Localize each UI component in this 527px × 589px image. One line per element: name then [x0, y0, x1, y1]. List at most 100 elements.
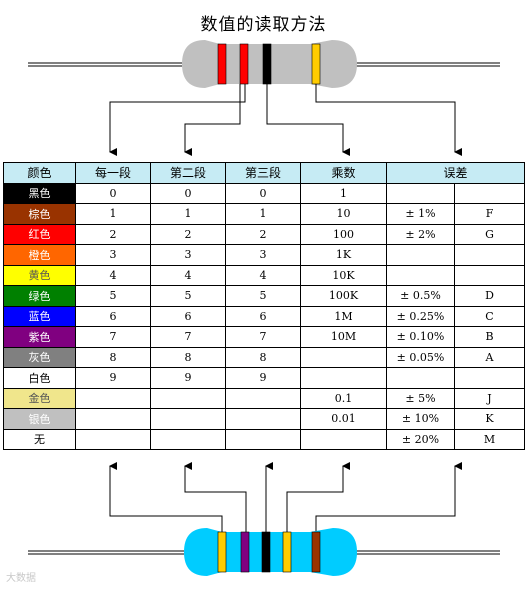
multiplier-cell: 1 — [300, 182, 387, 204]
tolerance-code-cell: D — [453, 285, 526, 307]
tolerance-cell: ± 0.25% — [386, 305, 455, 327]
multiplier-cell: 10M — [300, 326, 387, 348]
multiplier-cell: 10K — [300, 264, 387, 286]
multiplier-cell: 100K — [300, 285, 387, 307]
digit-1-cell: 7 — [75, 326, 151, 348]
tolerance-cell — [386, 182, 455, 204]
header-digit-1: 每一段 — [75, 162, 151, 184]
color-name: 黑色 — [3, 182, 76, 204]
digit-3-cell: 2 — [225, 223, 301, 245]
digit-3-cell: 0 — [225, 182, 301, 204]
digit-1-cell — [75, 408, 151, 430]
tolerance-cell — [386, 367, 455, 389]
digit-3-cell: 8 — [225, 346, 301, 368]
digit-2-cell: 8 — [150, 346, 226, 368]
digit-2-cell: 5 — [150, 285, 226, 307]
color-name: 灰色 — [3, 346, 76, 368]
tolerance-code-cell: J — [453, 387, 526, 409]
digit-3-cell: 5 — [225, 285, 301, 307]
digit-1-cell — [75, 428, 151, 450]
tolerance-cell: ± 0.10% — [386, 326, 455, 348]
tolerance-cell: ± 0.5% — [386, 285, 455, 307]
digit-2-cell: 1 — [150, 203, 226, 225]
table-row: 无 ± 20%M — [3, 428, 526, 450]
digit-2-cell: 7 — [150, 326, 226, 348]
digit-3-cell: 6 — [225, 305, 301, 327]
tolerance-cell: ± 20% — [386, 428, 455, 450]
tolerance-code-cell: B — [453, 326, 526, 348]
digit-1-cell: 1 — [75, 203, 151, 225]
digit-1-cell: 6 — [75, 305, 151, 327]
tolerance-code-cell: M — [453, 428, 526, 450]
bottom-resistor-band — [261, 531, 271, 573]
header-color: 颜色 — [3, 162, 76, 184]
digit-2-cell: 2 — [150, 223, 226, 245]
color-name: 棕色 — [3, 203, 76, 225]
watermark: 大数据 — [6, 573, 36, 584]
color-name: 紫色 — [3, 326, 76, 348]
digit-3-cell: 4 — [225, 264, 301, 286]
digit-2-cell — [150, 387, 226, 409]
multiplier-cell: 1K — [300, 244, 387, 266]
digit-3-cell — [225, 387, 301, 409]
bottom-resistor-body — [184, 528, 357, 576]
digit-3-cell — [225, 428, 301, 450]
tolerance-code-cell — [453, 182, 526, 204]
digit-2-cell — [150, 408, 226, 430]
tolerance-code-cell — [453, 264, 526, 286]
multiplier-cell: 100 — [300, 223, 387, 245]
color-name: 无 — [3, 428, 76, 450]
digit-1-cell: 4 — [75, 264, 151, 286]
top-resistor — [28, 40, 500, 88]
header-multiplier: 乘数 — [300, 162, 387, 184]
tolerance-cell — [386, 244, 455, 266]
digit-1-cell: 2 — [75, 223, 151, 245]
header-digit-2: 第二段 — [150, 162, 226, 184]
multiplier-cell: 10 — [300, 203, 387, 225]
digit-1-cell: 3 — [75, 244, 151, 266]
tolerance-code-cell: K — [453, 408, 526, 430]
multiplier-cell — [300, 367, 387, 389]
tolerance-code-cell: G — [453, 223, 526, 245]
tolerance-cell: ± 0.05% — [386, 346, 455, 368]
multiplier-cell — [300, 428, 387, 450]
tolerance-code-cell: F — [453, 203, 526, 225]
color-name: 银色 — [3, 408, 76, 430]
table-header-row: 颜色 每一段 第二段 第三段 乘数 误差 — [3, 162, 526, 184]
digit-1-cell: 5 — [75, 285, 151, 307]
top-arrows — [109, 84, 462, 156]
bottom-arrows — [109, 462, 462, 532]
top-resistor-band — [311, 43, 321, 85]
tolerance-code-cell — [453, 367, 526, 389]
digit-1-cell: 9 — [75, 367, 151, 389]
multiplier-cell: 1M — [300, 305, 387, 327]
multiplier-cell — [300, 346, 387, 368]
top-resistor-band — [239, 43, 249, 85]
page-title: 数值的读取方法 — [200, 15, 327, 35]
bottom-resistor-band — [282, 531, 292, 573]
color-name: 红色 — [3, 223, 76, 245]
bottom-resistor-band — [240, 531, 250, 573]
tolerance-code-cell — [453, 244, 526, 266]
digit-1-cell: 0 — [75, 182, 151, 204]
color-name: 绿色 — [3, 285, 76, 307]
top-resistor-band — [217, 43, 227, 85]
top-resistor-band — [262, 43, 272, 85]
tolerance-code-cell: C — [453, 305, 526, 327]
color-name: 橙色 — [3, 244, 76, 266]
multiplier-cell: 0.1 — [300, 387, 387, 409]
tolerance-code-cell: A — [453, 346, 526, 368]
digit-2-cell: 9 — [150, 367, 226, 389]
color-name: 白色 — [3, 367, 76, 389]
digit-1-cell — [75, 387, 151, 409]
